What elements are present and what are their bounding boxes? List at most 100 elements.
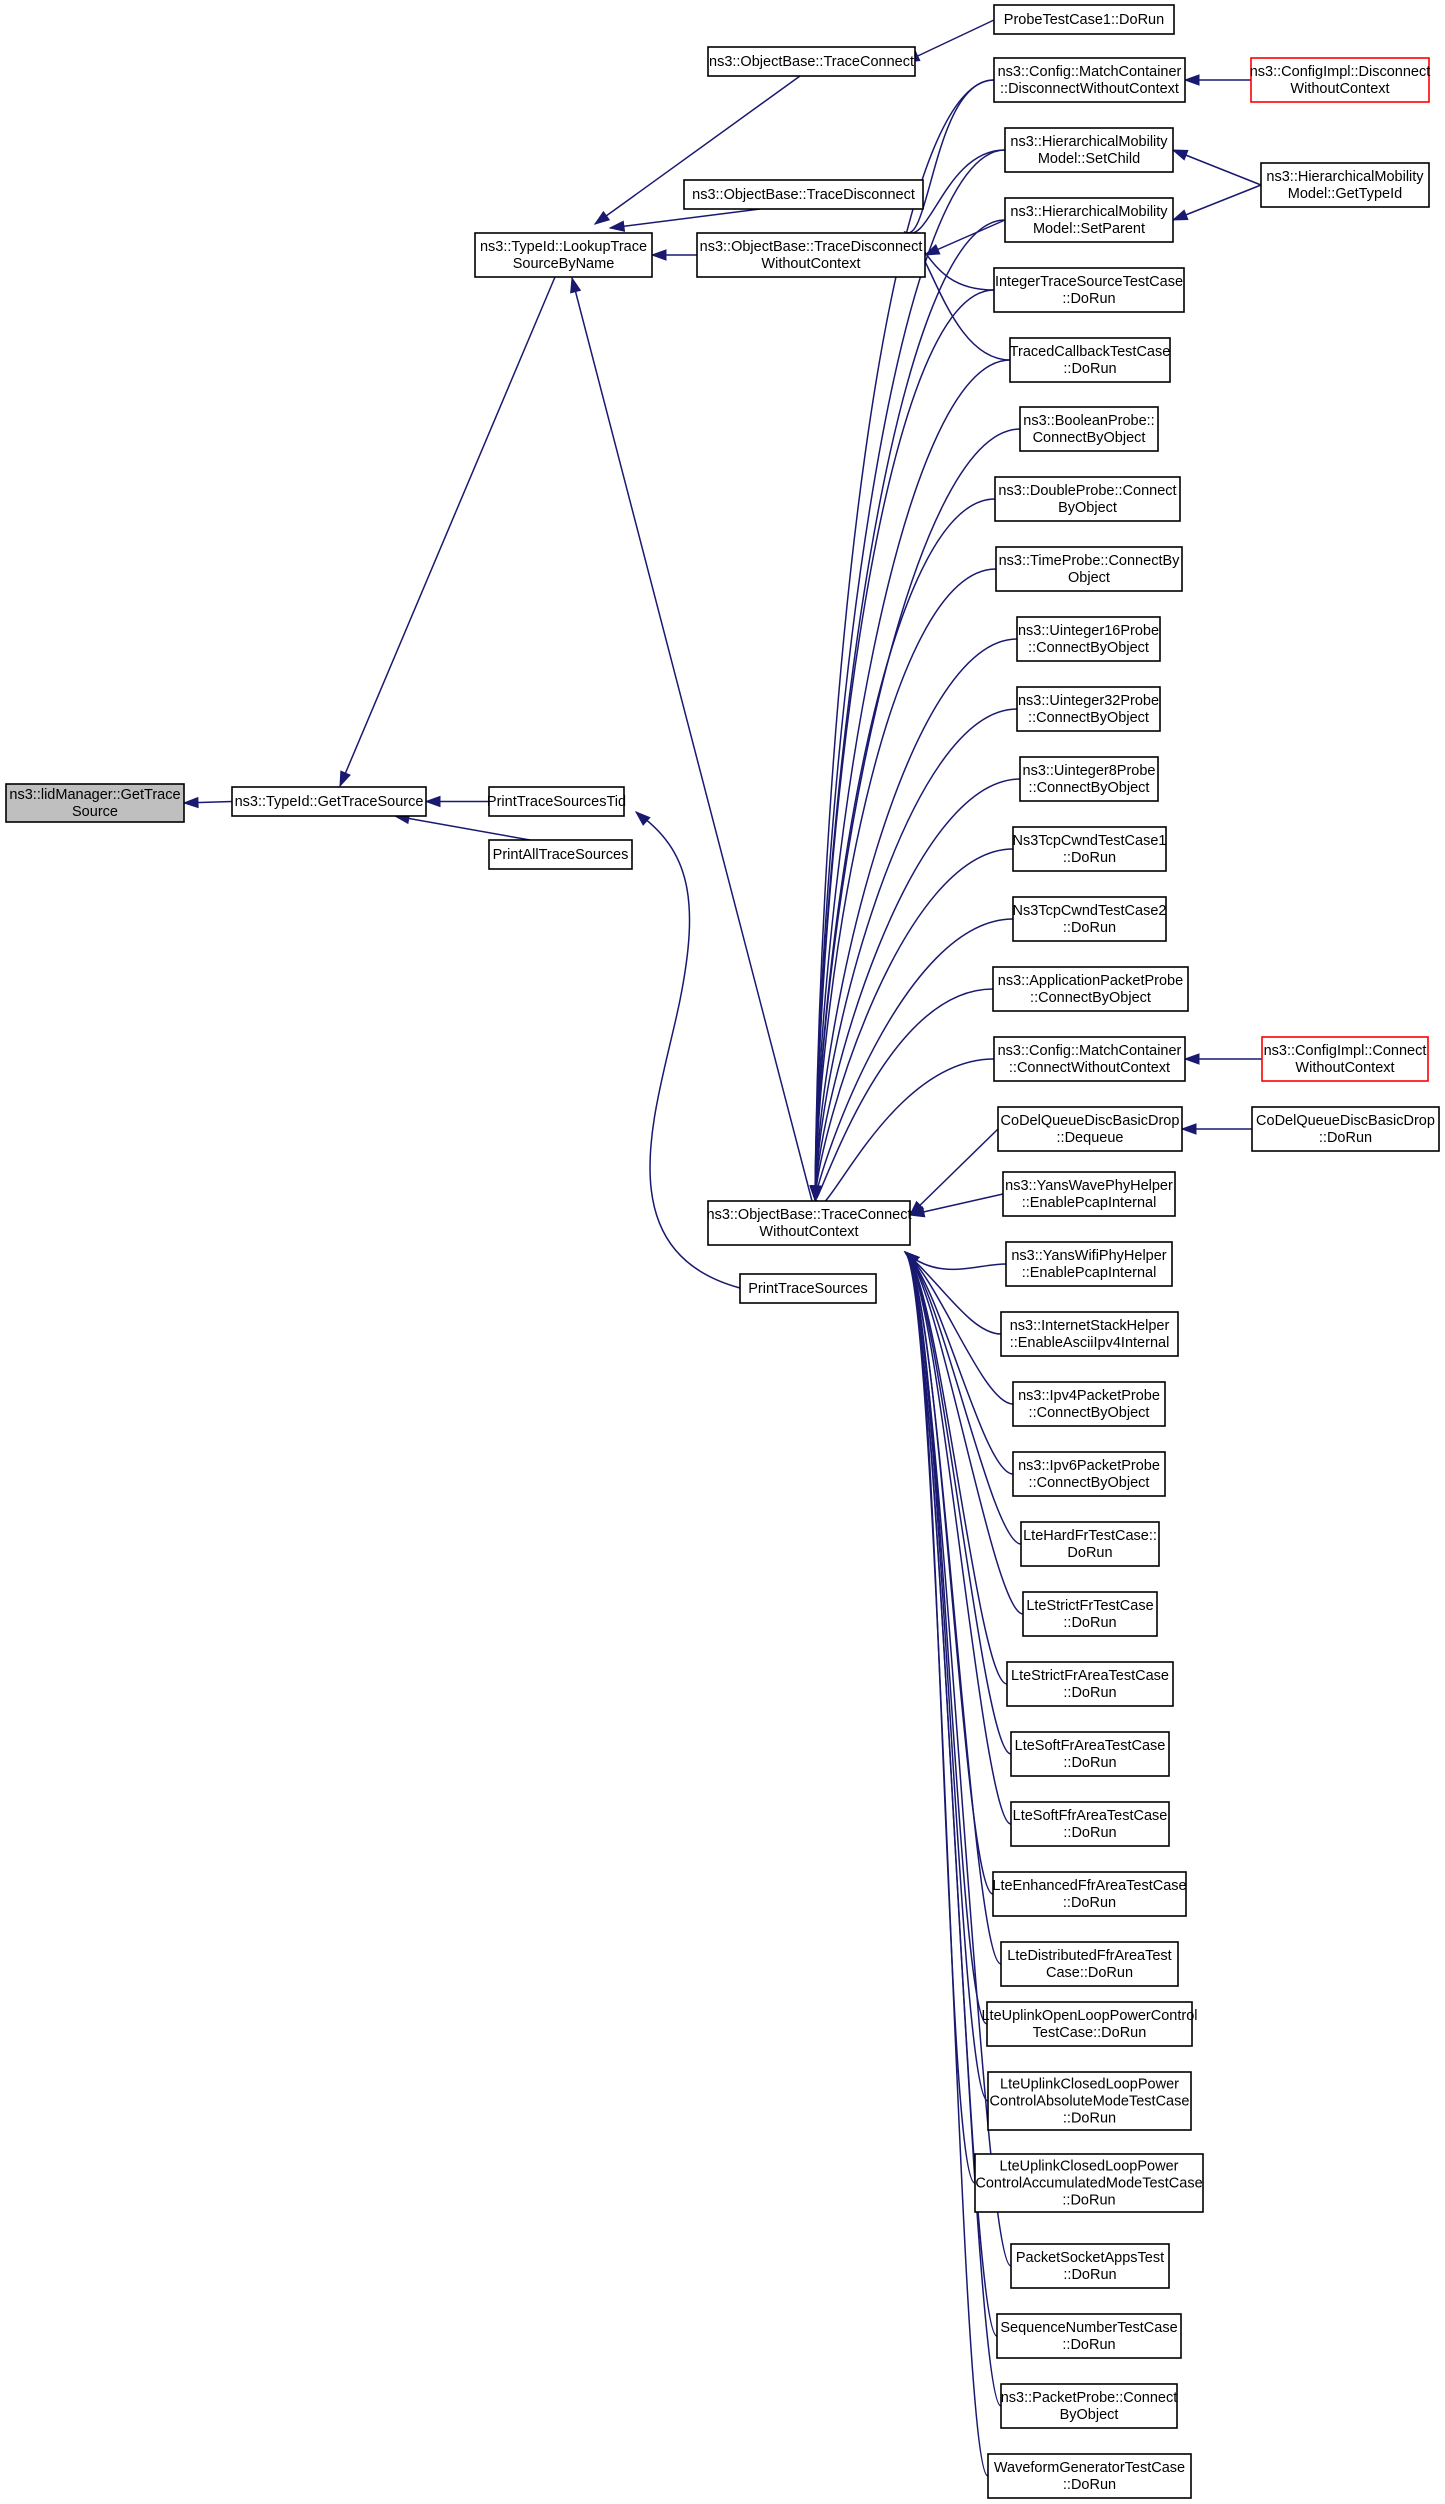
node-box (1005, 1241, 1173, 1287)
node-n12[interactable]: ns3::YansWavePhyHelper::EnablePcapIntern… (1002, 1171, 1176, 1217)
node-label-line: ns3::Uinteger32Probe (1018, 693, 1159, 709)
node-label-line: ns3::HierarchicalMobility (1266, 169, 1424, 185)
node-n22[interactable]: LteEnhancedFfrAreaTestCase::DoRun (992, 1871, 1187, 1917)
node-label-line: LteHardFrTestCase:: (1023, 1528, 1157, 1544)
edge-getts-to-root (182, 796, 233, 809)
node-label-line: ns3::Config::MatchContainer (998, 64, 1182, 80)
node-n2[interactable]: ns3::DoubleProbe::ConnectByObject (994, 476, 1181, 522)
node-obtc[interactable]: ns3::ObjectBase::TraceConnect (707, 46, 916, 77)
node-n4[interactable]: ns3::Uinteger16Probe::ConnectByObject (1016, 616, 1161, 662)
node-label-line: ns3::Uinteger16Probe (1018, 623, 1159, 639)
node-n15[interactable]: ns3::Ipv4PacketProbe::ConnectByObject (1012, 1381, 1166, 1427)
node-cfgcwc[interactable]: ns3::ConfigImpl::ConnectWithoutContext (1261, 1036, 1429, 1082)
node-itstc[interactable]: IntegerTraceSourceTestCase::DoRun (993, 267, 1185, 313)
node-cfgdwc[interactable]: ns3::ConfigImpl::DisconnectWithoutContex… (1250, 57, 1431, 103)
edge-n10-to-obtcwc (811, 1058, 995, 1216)
node-label-line: CoDelQueueDiscBasicDrop (1001, 1113, 1180, 1129)
arrowhead (182, 796, 199, 809)
node-n1[interactable]: ns3::BooleanProbe::ConnectByObject (1019, 406, 1159, 452)
node-hmgt[interactable]: ns3::HierarchicalMobilityModel::GetTypeI… (1260, 162, 1430, 208)
edge-pts-to-ptstid (634, 811, 741, 1289)
node-n11[interactable]: CoDelQueueDiscBasicDrop::Dequeue (997, 1106, 1183, 1152)
node-codelrun[interactable]: CoDelQueueDiscBasicDrop::DoRun (1251, 1106, 1440, 1152)
node-box (739, 1273, 877, 1304)
node-box (1010, 1801, 1170, 1847)
node-n10[interactable]: ns3::Config::MatchContainer::ConnectWith… (993, 1036, 1186, 1082)
node-box (993, 267, 1185, 313)
node-n20[interactable]: LteSoftFrAreaTestCase::DoRun (1010, 1731, 1170, 1777)
node-n21[interactable]: LteSoftFfrAreaTestCase::DoRun (1010, 1801, 1170, 1847)
edge-line (814, 848, 1014, 1201)
node-label-line: ::DoRun (1063, 361, 1116, 377)
edge-lookup-to-getts (339, 276, 556, 788)
node-n25[interactable]: LteUplinkClosedLoopPowerControlAbsoluteM… (987, 2071, 1192, 2131)
node-label-line: LteStrictFrAreaTestCase (1011, 1668, 1169, 1684)
edge-line (904, 1251, 1002, 2407)
edge-cfgcwc-to-n10 (1183, 1053, 1262, 1065)
node-box (1251, 1106, 1440, 1152)
node-box (683, 179, 924, 210)
node-label-line: ns3::Ipv4PacketProbe (1018, 1388, 1160, 1404)
edge-line (904, 1251, 1024, 1615)
node-n17[interactable]: LteHardFrTestCase::DoRun (1020, 1521, 1160, 1567)
node-obtd[interactable]: ns3::ObjectBase::TraceDisconnect (683, 179, 924, 210)
node-label-line: ns3::ObjectBase::TraceDisconnect (692, 187, 915, 203)
edge-line (814, 918, 1014, 1201)
edge-n12-to-obtcwc (908, 1193, 1004, 1218)
node-n19[interactable]: LteStrictFrAreaTestCase::DoRun (1006, 1661, 1174, 1707)
node-n28[interactable]: SequenceNumberTestCase::DoRun (996, 2313, 1182, 2359)
node-label-line: ::Dequeue (1057, 1130, 1124, 1146)
edge-obtc-to-lookup (593, 75, 801, 225)
node-box (696, 232, 926, 278)
node-box (987, 2453, 1192, 2499)
node-n16[interactable]: ns3::Ipv6PacketProbe::ConnectByObject (1012, 1451, 1166, 1497)
node-root[interactable]: ns3::lidManager::GetTraceSource (5, 783, 185, 823)
node-n7[interactable]: Ns3TcpCwndTestCase1::DoRun (1012, 826, 1167, 872)
node-tcbtc[interactable]: TracedCallbackTestCase::DoRun (1009, 337, 1171, 383)
node-mcdwc[interactable]: ns3::Config::MatchContainer::DisconnectW… (993, 57, 1186, 103)
node-n13[interactable]: ns3::YansWifiPhyHelper::EnablePcapIntern… (1005, 1241, 1173, 1287)
node-label-line: Case::DoRun (1046, 1965, 1133, 1981)
node-box (231, 786, 427, 817)
node-n9[interactable]: ns3::ApplicationPacketProbe::ConnectByOb… (992, 966, 1189, 1012)
node-n5[interactable]: ns3::Uinteger32Probe::ConnectByObject (1016, 686, 1161, 732)
arrowhead (650, 249, 667, 261)
arrowhead (424, 795, 441, 808)
node-label-line: ns3::HierarchicalMobility (1010, 134, 1168, 150)
node-n18[interactable]: LteStrictFrTestCase::DoRun (1022, 1591, 1158, 1637)
node-label-line: IntegerTraceSourceTestCase (995, 274, 1183, 290)
node-n3[interactable]: ns3::TimeProbe::ConnectByObject (995, 546, 1183, 592)
node-box (993, 1036, 1186, 1082)
node-hmsp[interactable]: ns3::HierarchicalMobilityModel::SetParen… (1004, 197, 1174, 243)
node-label-line: Ns3TcpCwndTestCase2 (1013, 903, 1167, 919)
node-n26[interactable]: LteUplinkClosedLoopPowerControlAccumulat… (974, 2153, 1204, 2213)
edge-ptstid-to-getts (424, 795, 489, 808)
node-box (1004, 197, 1174, 243)
node-label-line: ByObject (1060, 2407, 1119, 2423)
edge-hmsp-to-obtdwc (923, 219, 1006, 256)
node-n30[interactable]: WaveformGeneratorTestCase::DoRun (987, 2453, 1192, 2499)
node-obtcwc[interactable]: ns3::ObjectBase::TraceConnectWithoutCont… (707, 1200, 912, 1246)
node-n14[interactable]: ns3::InternetStackHelper::EnableAsciiIpv… (1000, 1311, 1179, 1357)
node-n6[interactable]: ns3::Uinteger8Probe::ConnectByObject (1019, 756, 1159, 802)
node-n8[interactable]: Ns3TcpCwndTestCase2::DoRun (1012, 896, 1167, 942)
edge-obtd-to-lookup (608, 208, 761, 232)
node-n24[interactable]: LteUplinkOpenLoopPowerControlTestCase::D… (981, 2001, 1198, 2047)
node-getts[interactable]: ns3::TypeId::GetTraceSource (231, 786, 427, 817)
node-box (1012, 826, 1167, 872)
node-label-line: WithoutContext (759, 1224, 858, 1240)
node-probe1[interactable]: ProbeTestCase1::DoRun (993, 4, 1175, 35)
node-label-line: ::ConnectByObject (1030, 990, 1151, 1006)
node-ptstid[interactable]: PrintTraceSourcesTid (487, 786, 626, 817)
node-pats[interactable]: PrintAllTraceSources (488, 839, 633, 870)
edge-n11-to-obtcwc (908, 1128, 999, 1217)
node-n29[interactable]: ns3::PacketProbe::ConnectByObject (1000, 2383, 1178, 2429)
node-n27[interactable]: PacketSocketAppsTest::DoRun (1010, 2243, 1170, 2289)
node-pts[interactable]: PrintTraceSources (739, 1273, 877, 1304)
edge-line (909, 1128, 999, 1216)
node-obtdwc[interactable]: ns3::ObjectBase::TraceDisconnectWithoutC… (696, 232, 926, 278)
node-box (1022, 1591, 1158, 1637)
